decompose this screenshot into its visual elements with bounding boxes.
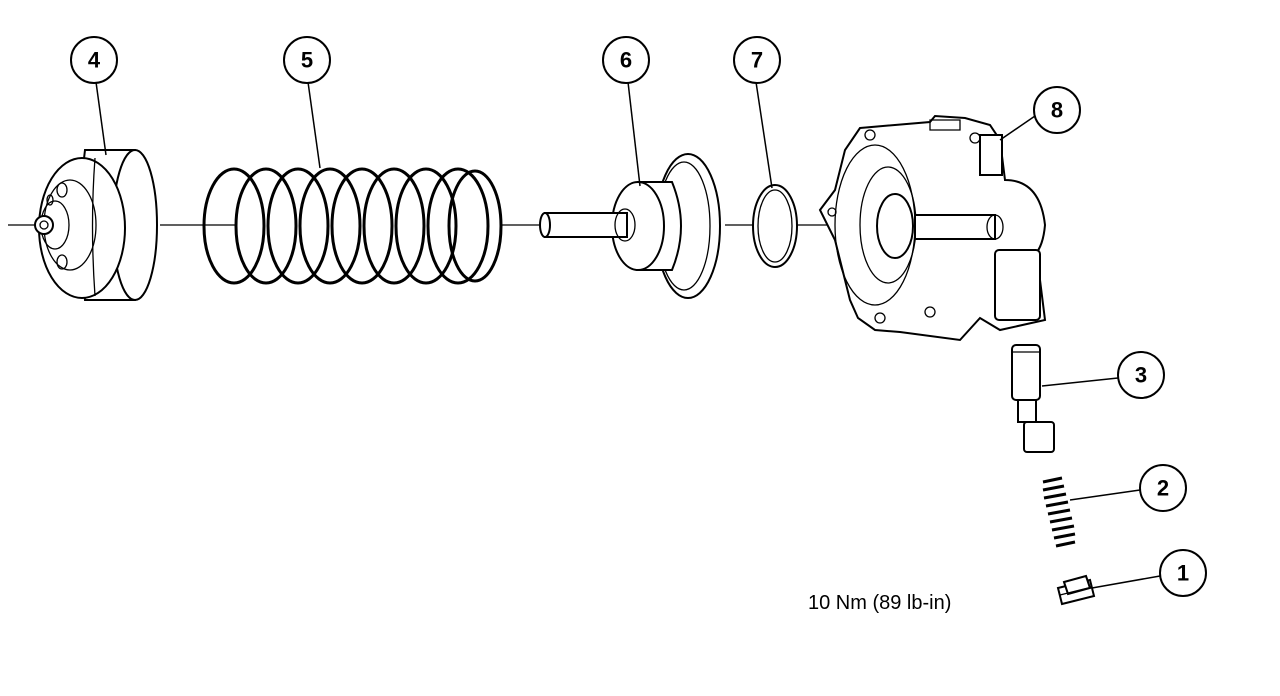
callout-label: 5: [301, 48, 313, 73]
callout-label: 7: [751, 48, 763, 73]
callout-label: 3: [1135, 363, 1147, 388]
large-spring-part: [202, 167, 503, 285]
valve-part: [1011, 344, 1055, 453]
callout-7: 7: [733, 36, 781, 84]
housing-part: [818, 114, 1047, 342]
callout-label: 4: [88, 48, 101, 73]
piston-rod-part: [539, 153, 721, 299]
callout-2: 2: [1139, 464, 1187, 512]
plug-part: [1056, 574, 1096, 606]
small-spring-part: [1042, 476, 1076, 548]
callout-label: 2: [1157, 476, 1169, 501]
callout-label: 1: [1177, 561, 1189, 586]
callout-1: 1: [1159, 549, 1207, 597]
callout-8: 8: [1033, 86, 1081, 134]
callout-label: 6: [620, 48, 632, 73]
torque-spec-label: 10 Nm (89 lb-in): [808, 592, 951, 614]
o-ring-part: [752, 184, 798, 268]
callout-6: 6: [602, 36, 650, 84]
leader-lines: [95, 81, 1161, 589]
callout-label: 8: [1051, 98, 1063, 123]
piston-part: [34, 149, 158, 301]
callout-4: 4: [70, 36, 118, 84]
callout-3: 3: [1117, 351, 1165, 399]
callout-5: 5: [283, 36, 331, 84]
